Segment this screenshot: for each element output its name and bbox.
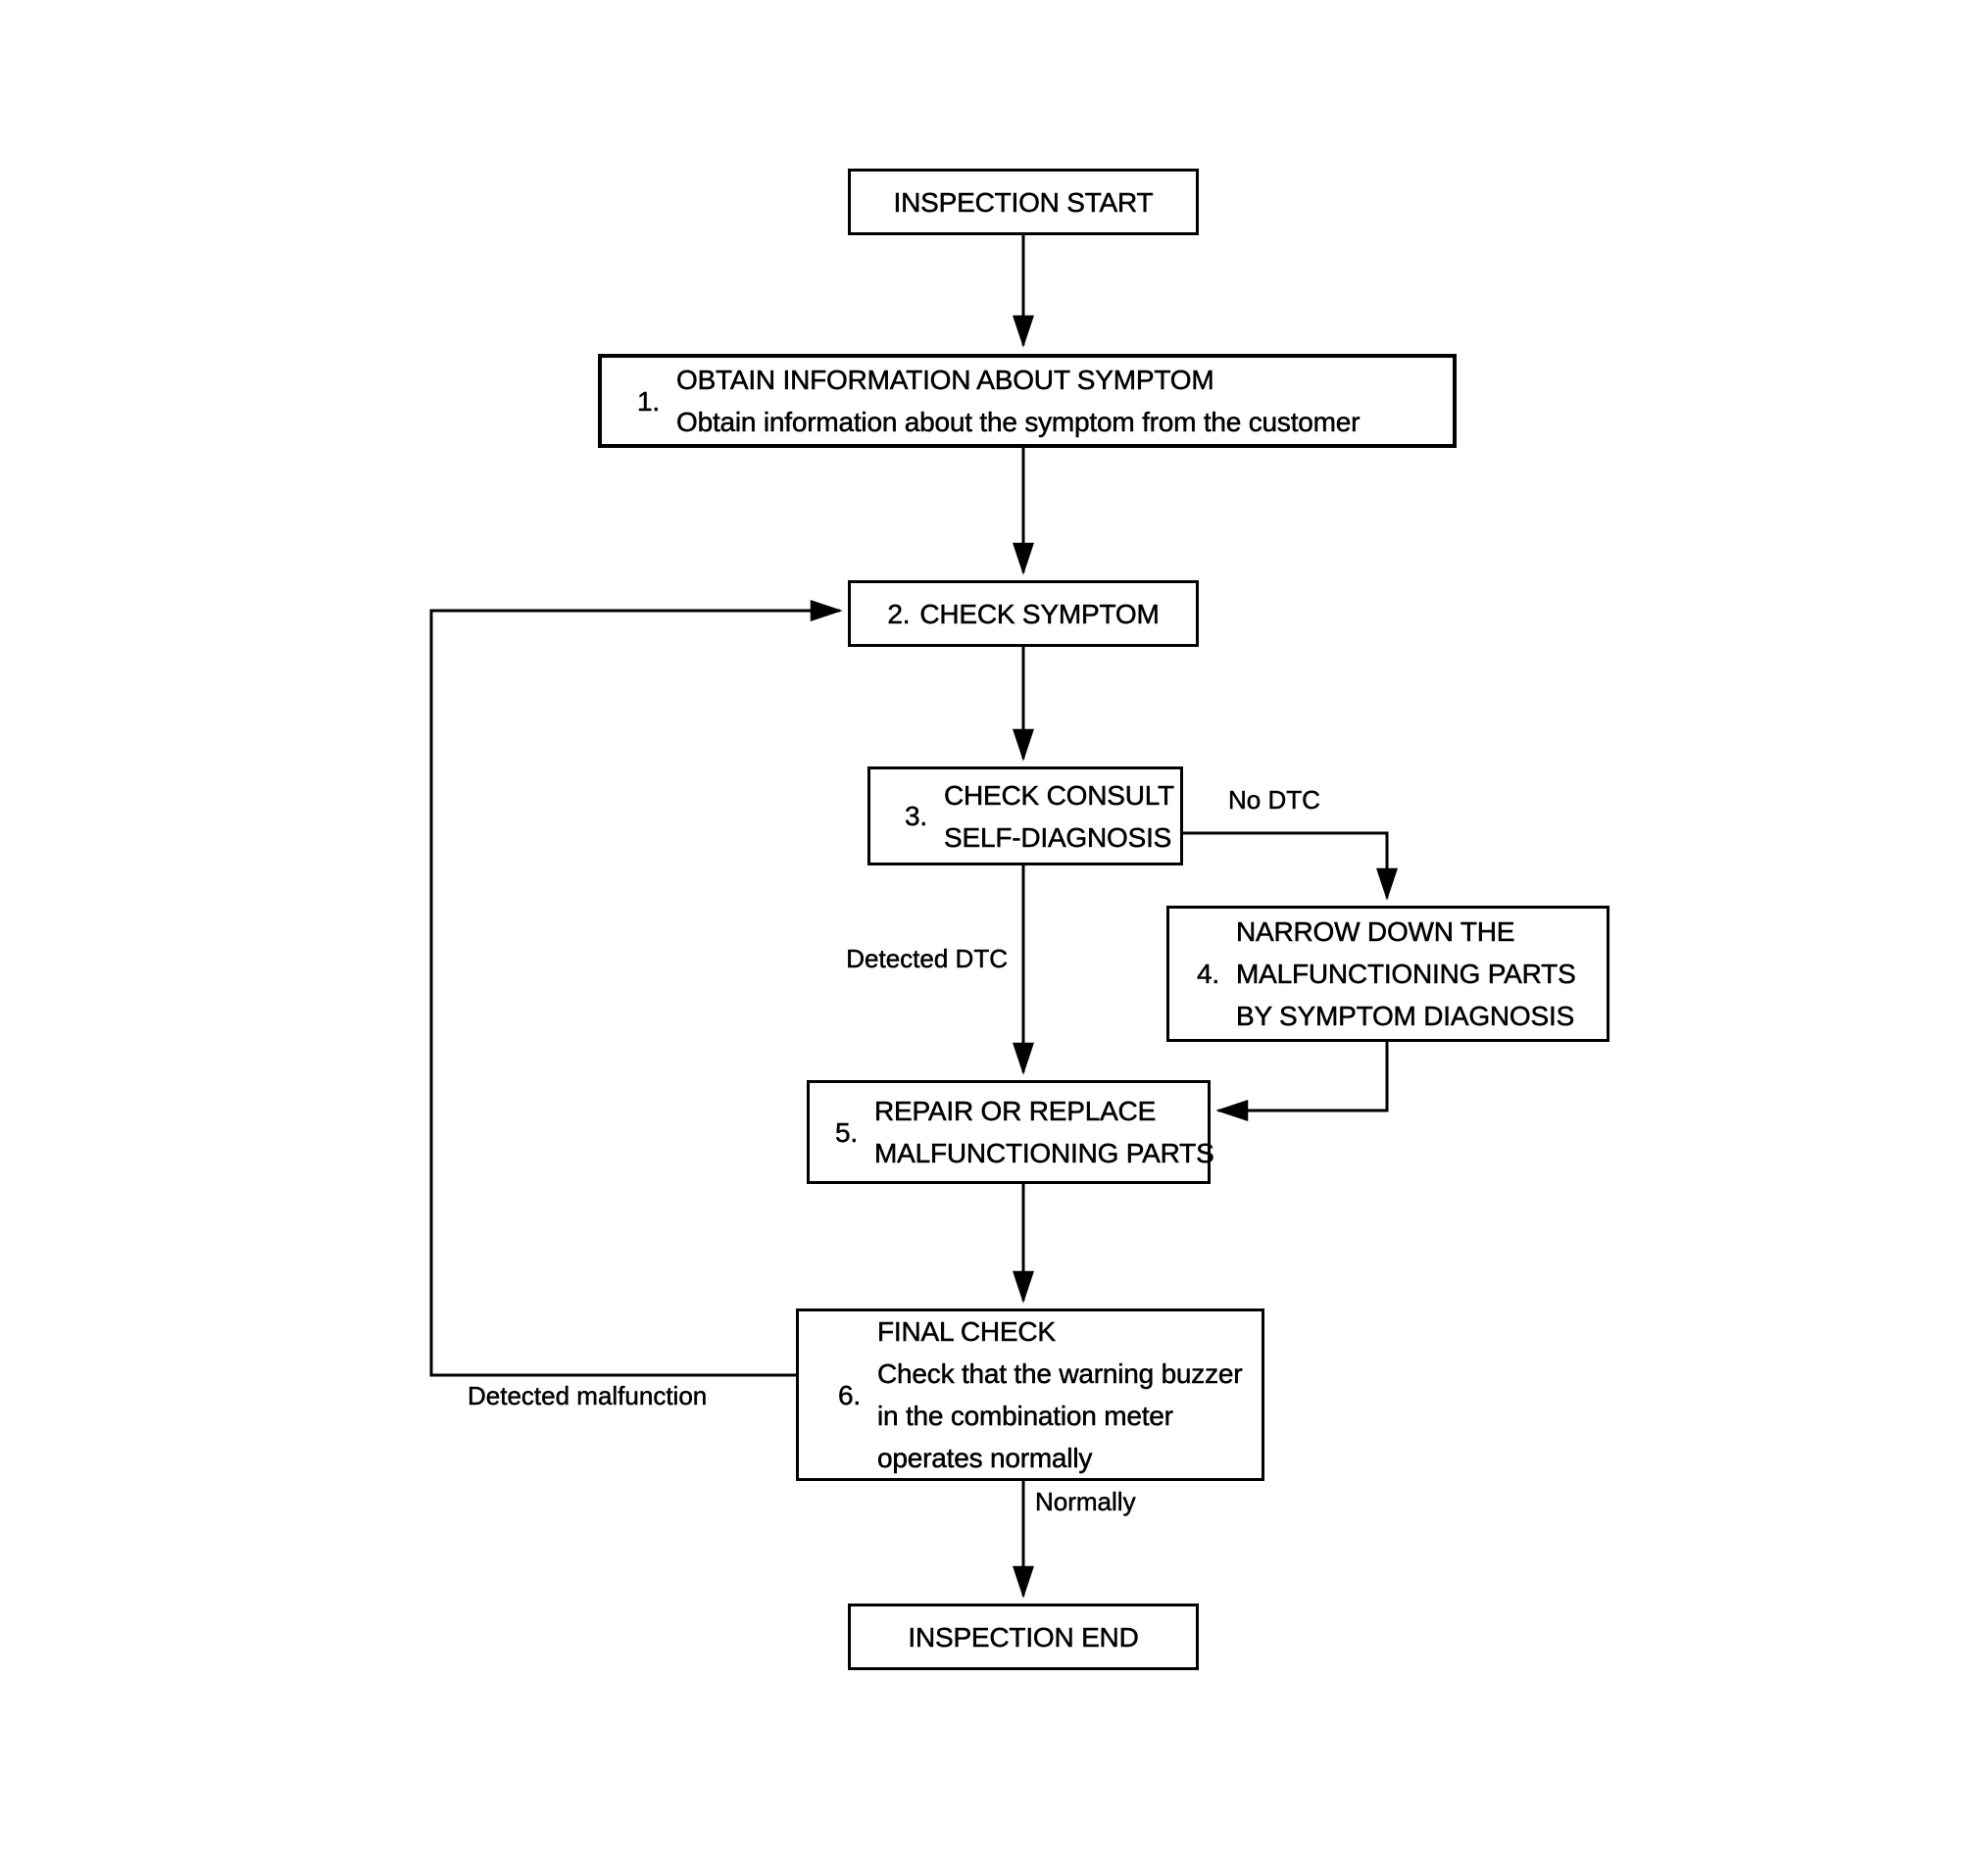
edge-step4-to-step5: [1215, 1042, 1389, 1121]
node-inspection-end-label: INSPECTION END: [908, 1621, 1139, 1653]
node-step4-title: NARROW DOWN THE MALFUNCTIONING PARTS BY …: [1236, 916, 1576, 1032]
edge-step6-to-step2-feedback: [429, 600, 843, 1377]
node-step5-number: 5.: [835, 1116, 859, 1148]
edge-label-no-dtc: No DTC: [1228, 785, 1320, 815]
node-step2-title: CHECK SYMPTOM: [919, 598, 1160, 629]
edge-label-detected-dtc: Detected DTC: [846, 944, 1008, 974]
node-step4-number: 4.: [1197, 959, 1220, 990]
edge-step3-to-step4-no-dtc: [1183, 831, 1398, 901]
node-inspection-start-label: INSPECTION START: [893, 186, 1154, 218]
node-inspection-start: INSPECTION START: [848, 169, 1199, 235]
edge-label-detected-malfunction: Detected malfunction: [468, 1381, 708, 1411]
node-step6-number: 6.: [838, 1379, 862, 1410]
node-step6-title: FINAL CHECK: [877, 1316, 1057, 1348]
node-step1-body: Obtain information about the symptom fro…: [676, 407, 1361, 438]
node-step2-number: 2.: [887, 598, 911, 629]
node-step1-title: OBTAIN INFORMATION ABOUT SYMPTOM: [676, 365, 1214, 396]
node-step1-number: 1.: [637, 385, 661, 417]
node-step4-narrow-down-parts: 4. NARROW DOWN THE MALFUNCTIONING PARTS …: [1166, 906, 1609, 1042]
node-step5-repair-or-replace: 5. REPAIR OR REPLACE MALFUNCTIONING PART…: [807, 1080, 1214, 1184]
node-step6-final-check: 6. FINAL CHECK Check that the warning bu…: [796, 1308, 1264, 1481]
node-step1-obtain-information: 1. OBTAIN INFORMATION ABOUT SYMPTOM Obta…: [598, 354, 1457, 448]
node-step2-check-symptom: 2. CHECK SYMPTOM: [848, 580, 1199, 647]
node-inspection-end: INSPECTION END: [848, 1604, 1199, 1670]
node-step6-body: Check that the warning buzzer in the com…: [877, 1358, 1243, 1474]
node-step5-title: REPAIR OR REPLACE MALFUNCTIONING PARTS: [874, 1096, 1214, 1169]
node-step3-title: CHECK CONSULT SELF-DIAGNOSIS: [944, 779, 1175, 853]
node-step3-number: 3.: [905, 801, 928, 832]
edge-label-normally: Normally: [1035, 1487, 1136, 1517]
node-step3-check-consult-self-diagnosis: 3. CHECK CONSULT SELF-DIAGNOSIS: [867, 766, 1183, 865]
